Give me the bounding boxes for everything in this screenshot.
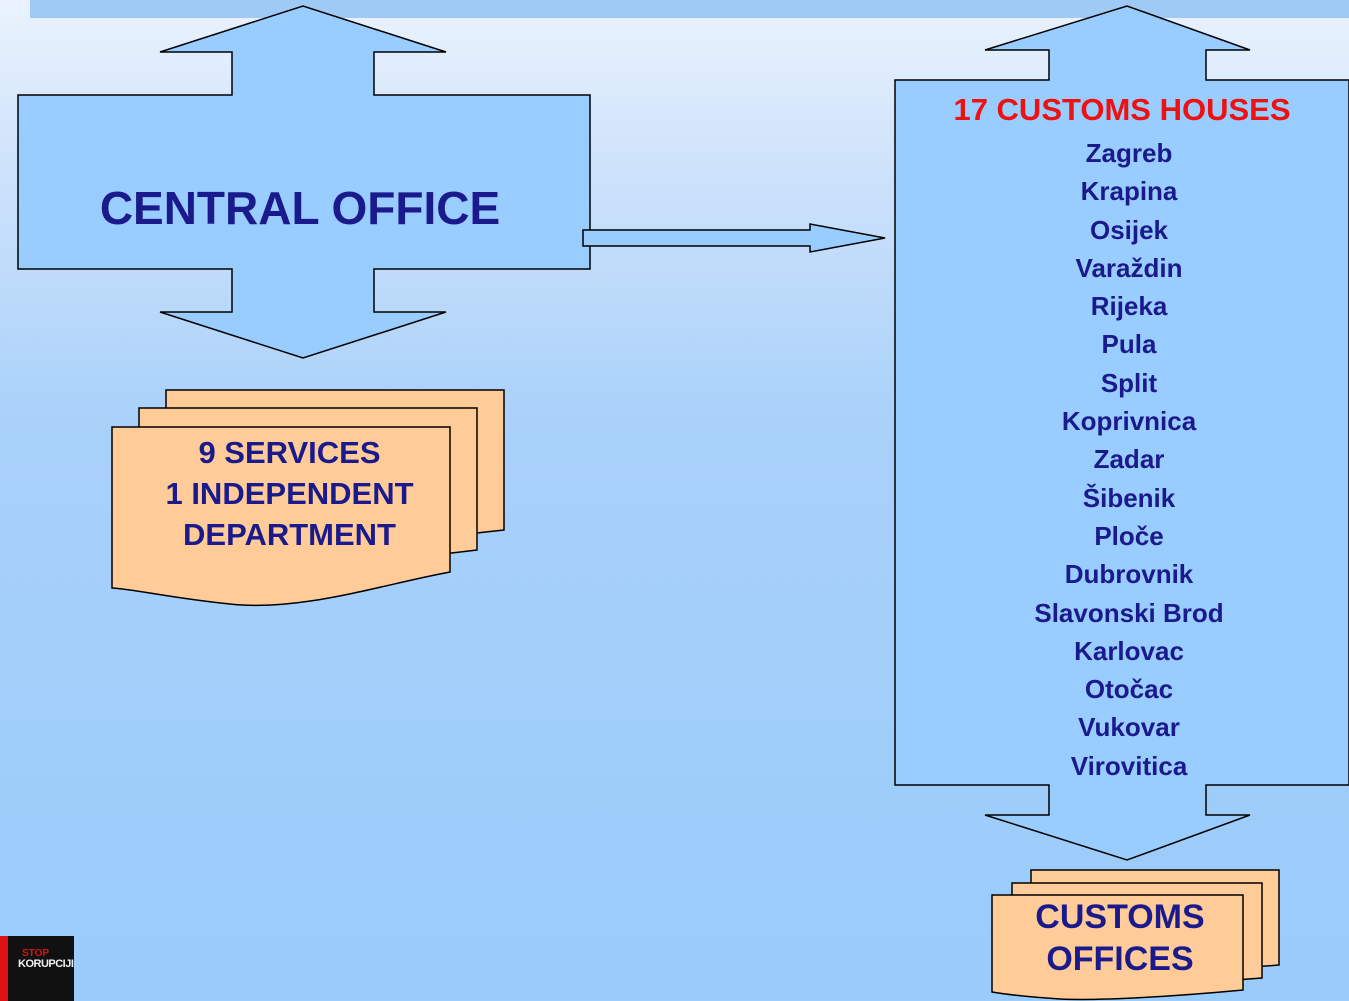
list-item: Vukovar	[1078, 712, 1180, 743]
list-item: Slavonski Brod	[1034, 597, 1224, 628]
customs-houses-shape	[894, 5, 1349, 861]
logo-stop-text: STOP	[22, 948, 50, 959]
stop-korupciji-logo: STOP KORUPCIJI	[0, 936, 74, 1001]
list-item: Varaždin	[1075, 252, 1183, 283]
logo-text: KORUPCIJI	[18, 958, 74, 970]
list-item: Osijek	[1089, 214, 1169, 245]
customs-houses-list: Zagreb Krapina Osijek Varaždin Rijeka Pu…	[895, 134, 1349, 785]
services-line: 9 SERVICES	[198, 435, 381, 470]
customs-offices-documents	[991, 869, 1280, 1001]
customs-offices-label: CUSTOMS OFFICES	[995, 896, 1245, 980]
list-item: Zagreb	[1085, 138, 1173, 168]
list-item: Zadar	[1093, 444, 1165, 475]
offices-line: OFFICES	[1046, 940, 1194, 978]
top-bar	[30, 0, 1349, 18]
list-item: Koprivnica	[1061, 406, 1197, 437]
central-office-shape	[17, 5, 591, 359]
services-label: 9 SERVICES 1 INDEPENDENT DEPARTMENT	[112, 432, 467, 555]
list-item: Pula	[1101, 329, 1157, 360]
list-item: Virovitica	[1070, 750, 1188, 781]
list-item: Krapina	[1080, 176, 1178, 207]
services-documents	[111, 389, 505, 607]
list-item: Šibenik	[1082, 482, 1176, 513]
services-line: 1 INDEPENDENT	[165, 476, 414, 511]
list-item: Rijeka	[1090, 291, 1168, 322]
central-office-label: CENTRAL OFFICE	[99, 182, 501, 234]
services-line: DEPARTMENT	[183, 517, 396, 552]
offices-line: CUSTOMS	[1035, 898, 1205, 936]
connector-arrow	[582, 223, 886, 253]
list-item: Ploče	[1094, 520, 1164, 551]
list-item: Karlovac	[1074, 635, 1184, 666]
list-item: Split	[1100, 367, 1158, 398]
list-item: Otočac	[1084, 674, 1174, 705]
list-item: Dubrovnik	[1064, 559, 1194, 590]
customs-houses-title: 17 CUSTOMS HOUSES	[953, 92, 1291, 127]
